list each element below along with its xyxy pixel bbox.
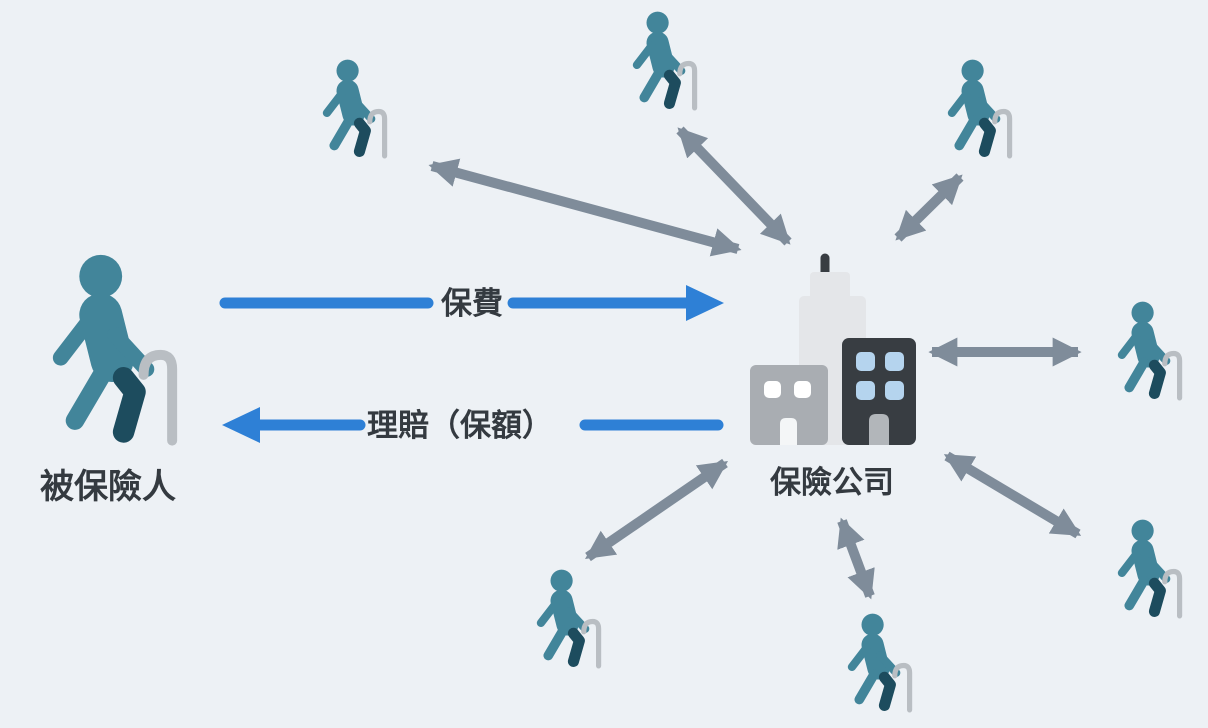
premium-label: 保費 — [441, 286, 503, 321]
relationship-arrow-bottom-center — [837, 517, 875, 600]
relationship-arrow-bottom-right — [943, 451, 1082, 539]
relationship-arrow-bottom-left — [585, 458, 728, 562]
insured-label: 被保險人 — [40, 467, 176, 506]
premium-arrow: 保費 — [219, 285, 724, 321]
policyholder-icon-bottom-left — [541, 570, 599, 666]
window — [764, 381, 781, 398]
window — [885, 352, 904, 371]
policyholders — [327, 12, 1180, 710]
company-label: 保險公司 — [770, 465, 894, 500]
door — [780, 418, 797, 445]
insured-person-icon — [61, 255, 172, 441]
insurance-company: 保險公司 — [750, 253, 916, 500]
insured-person: 被保險人 — [40, 255, 176, 506]
relationship-arrow-top-center — [676, 126, 792, 246]
claim-arrowhead-icon — [222, 407, 260, 443]
window — [856, 352, 875, 371]
policyholder-icon-top-left — [327, 60, 385, 156]
claim-label: 理賠（保額） — [367, 408, 553, 443]
relationship-arrow-top-left — [428, 158, 742, 257]
policyholder-icon-bottom-center — [852, 614, 910, 710]
door — [869, 414, 889, 445]
policyholder-icon-top-right — [952, 60, 1010, 156]
premium-arrowhead-icon — [686, 285, 724, 321]
relationship-arrows — [428, 126, 1082, 600]
window — [885, 381, 904, 400]
policyholder-icon-top-center — [637, 12, 695, 108]
window — [856, 381, 875, 400]
window — [794, 381, 811, 398]
policyholder-icon-right — [1122, 302, 1180, 398]
policyholder-icon-bottom-right — [1122, 520, 1180, 616]
claim-arrow: 理賠（保額） — [222, 407, 724, 443]
relationship-arrow-top-right — [894, 173, 964, 242]
